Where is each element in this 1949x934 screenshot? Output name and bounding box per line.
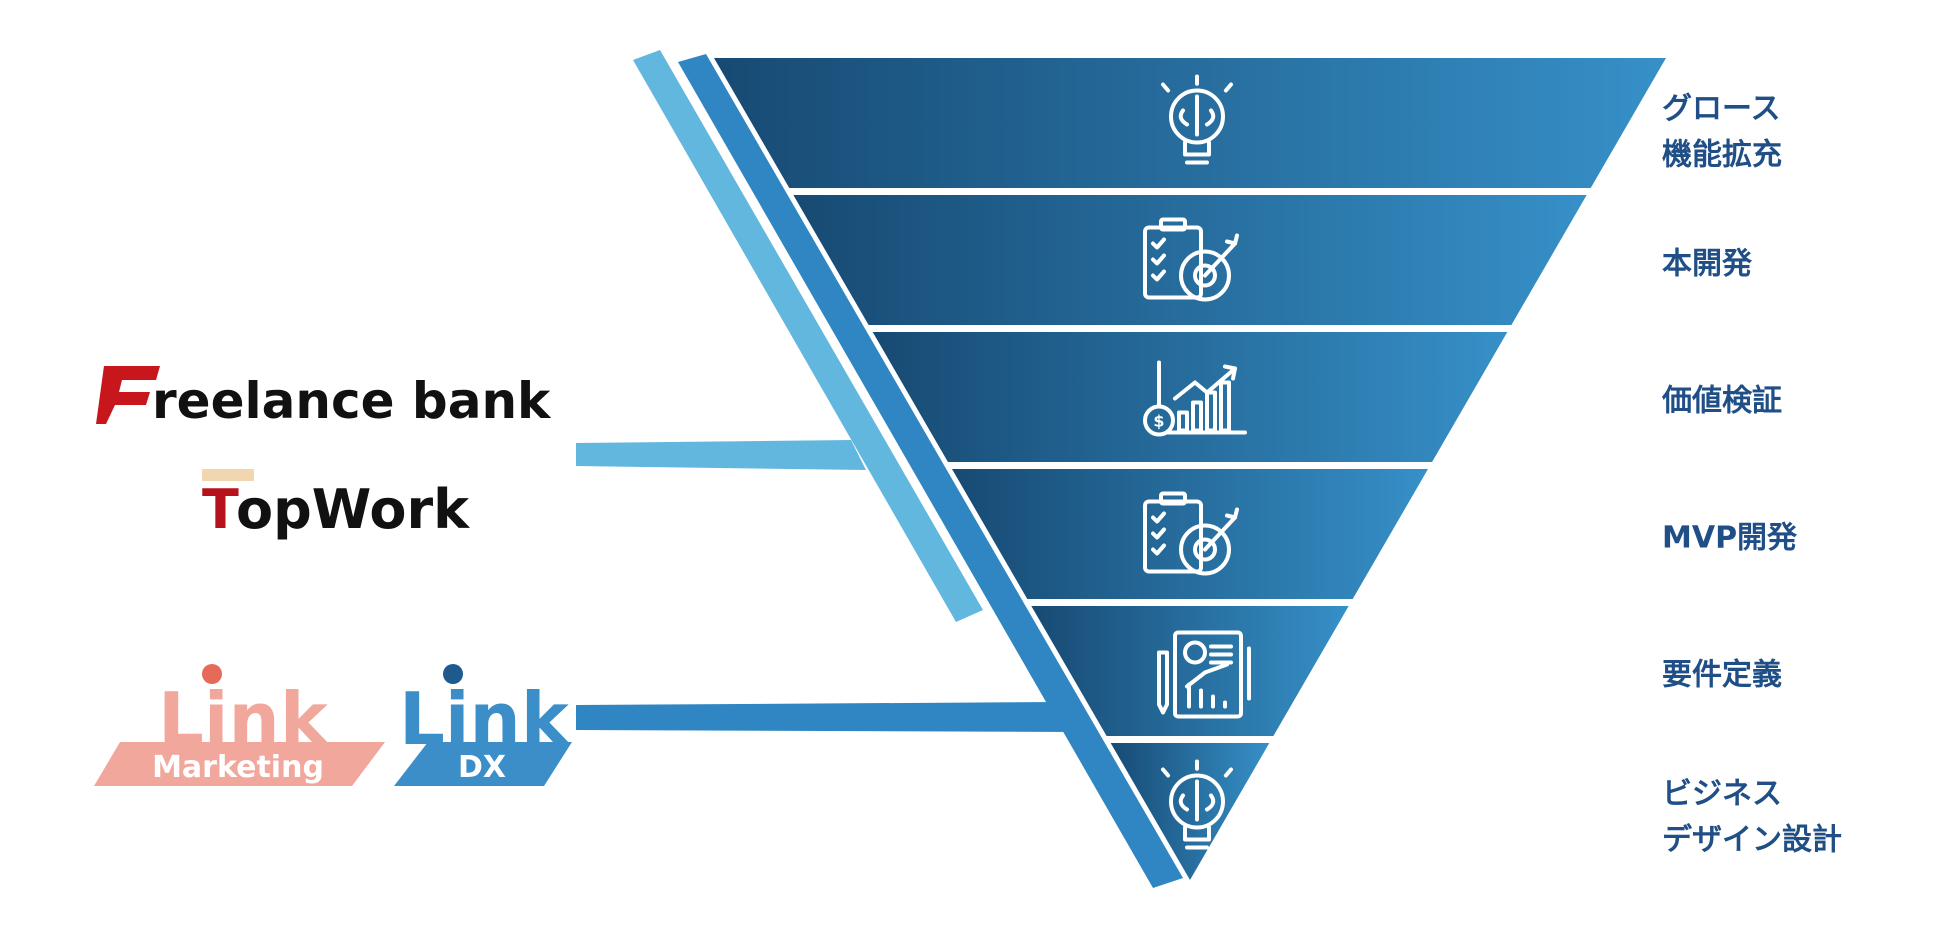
link-marketing-ribbon: [94, 742, 385, 786]
stage-label-6-line1: ビジネス: [1662, 777, 1782, 812]
freelance-bank-mark: [96, 366, 160, 424]
funnel-stage-6: [1110, 743, 1270, 880]
growth-chart-icon: $: [1143, 360, 1247, 437]
funnel-bands: $: [714, 58, 1666, 880]
clipboard-target-icon: [1143, 217, 1239, 302]
funnel-stage-1: [714, 58, 1666, 188]
topwork-wordmark: opWork: [236, 478, 470, 541]
topwork-accent: [202, 469, 254, 481]
stage-label-3-line1: 価値検証: [1661, 384, 1782, 419]
lightbulb-brain-icon: [1161, 74, 1233, 165]
stage-label-5-line1: 要件定義: [1662, 658, 1782, 693]
link-marketing-dot: [202, 664, 222, 684]
lightbulb-brain-icon: [1161, 759, 1233, 850]
freelance-bank-logo: reelance bank: [96, 366, 552, 430]
stage-label-1-line2: 機能拡充: [1662, 138, 1782, 173]
link-marketing-sub: Marketing: [152, 750, 324, 785]
topwork-logo: T opWork: [202, 469, 470, 541]
link-dx-sub: DX: [458, 750, 506, 785]
link-dx-ribbon: [394, 742, 572, 786]
link-marketing-logo: Link Marketing: [94, 664, 385, 786]
funnel-stage-2: [793, 195, 1587, 325]
clipboard-target-icon: [1143, 491, 1239, 576]
funnel-stage-3: [872, 332, 1508, 462]
link-dx-logo: Link DX: [394, 664, 572, 786]
document-report-icon: [1157, 630, 1251, 719]
link-dx-dot: [443, 664, 463, 684]
connector-band-dark: [678, 54, 1183, 888]
svg-text:$: $: [1153, 412, 1164, 431]
funnel-stage-5: [1031, 606, 1349, 736]
connector-band-light: [633, 50, 983, 622]
stage-label-4-line1: MVP開発: [1662, 521, 1798, 556]
stage-label-1-line1: グロース: [1662, 92, 1781, 127]
freelance-bank-wordmark: reelance bank: [152, 372, 552, 430]
stage-label-2-line1: 本開発: [1662, 247, 1753, 282]
funnel-stage-4: [952, 469, 1428, 599]
stage-label-6-line2: デザイン設計: [1662, 823, 1842, 858]
connector-arm-freelance: [576, 440, 866, 470]
topwork-initial: T: [202, 478, 239, 541]
connector-arm-link: [576, 702, 1078, 732]
